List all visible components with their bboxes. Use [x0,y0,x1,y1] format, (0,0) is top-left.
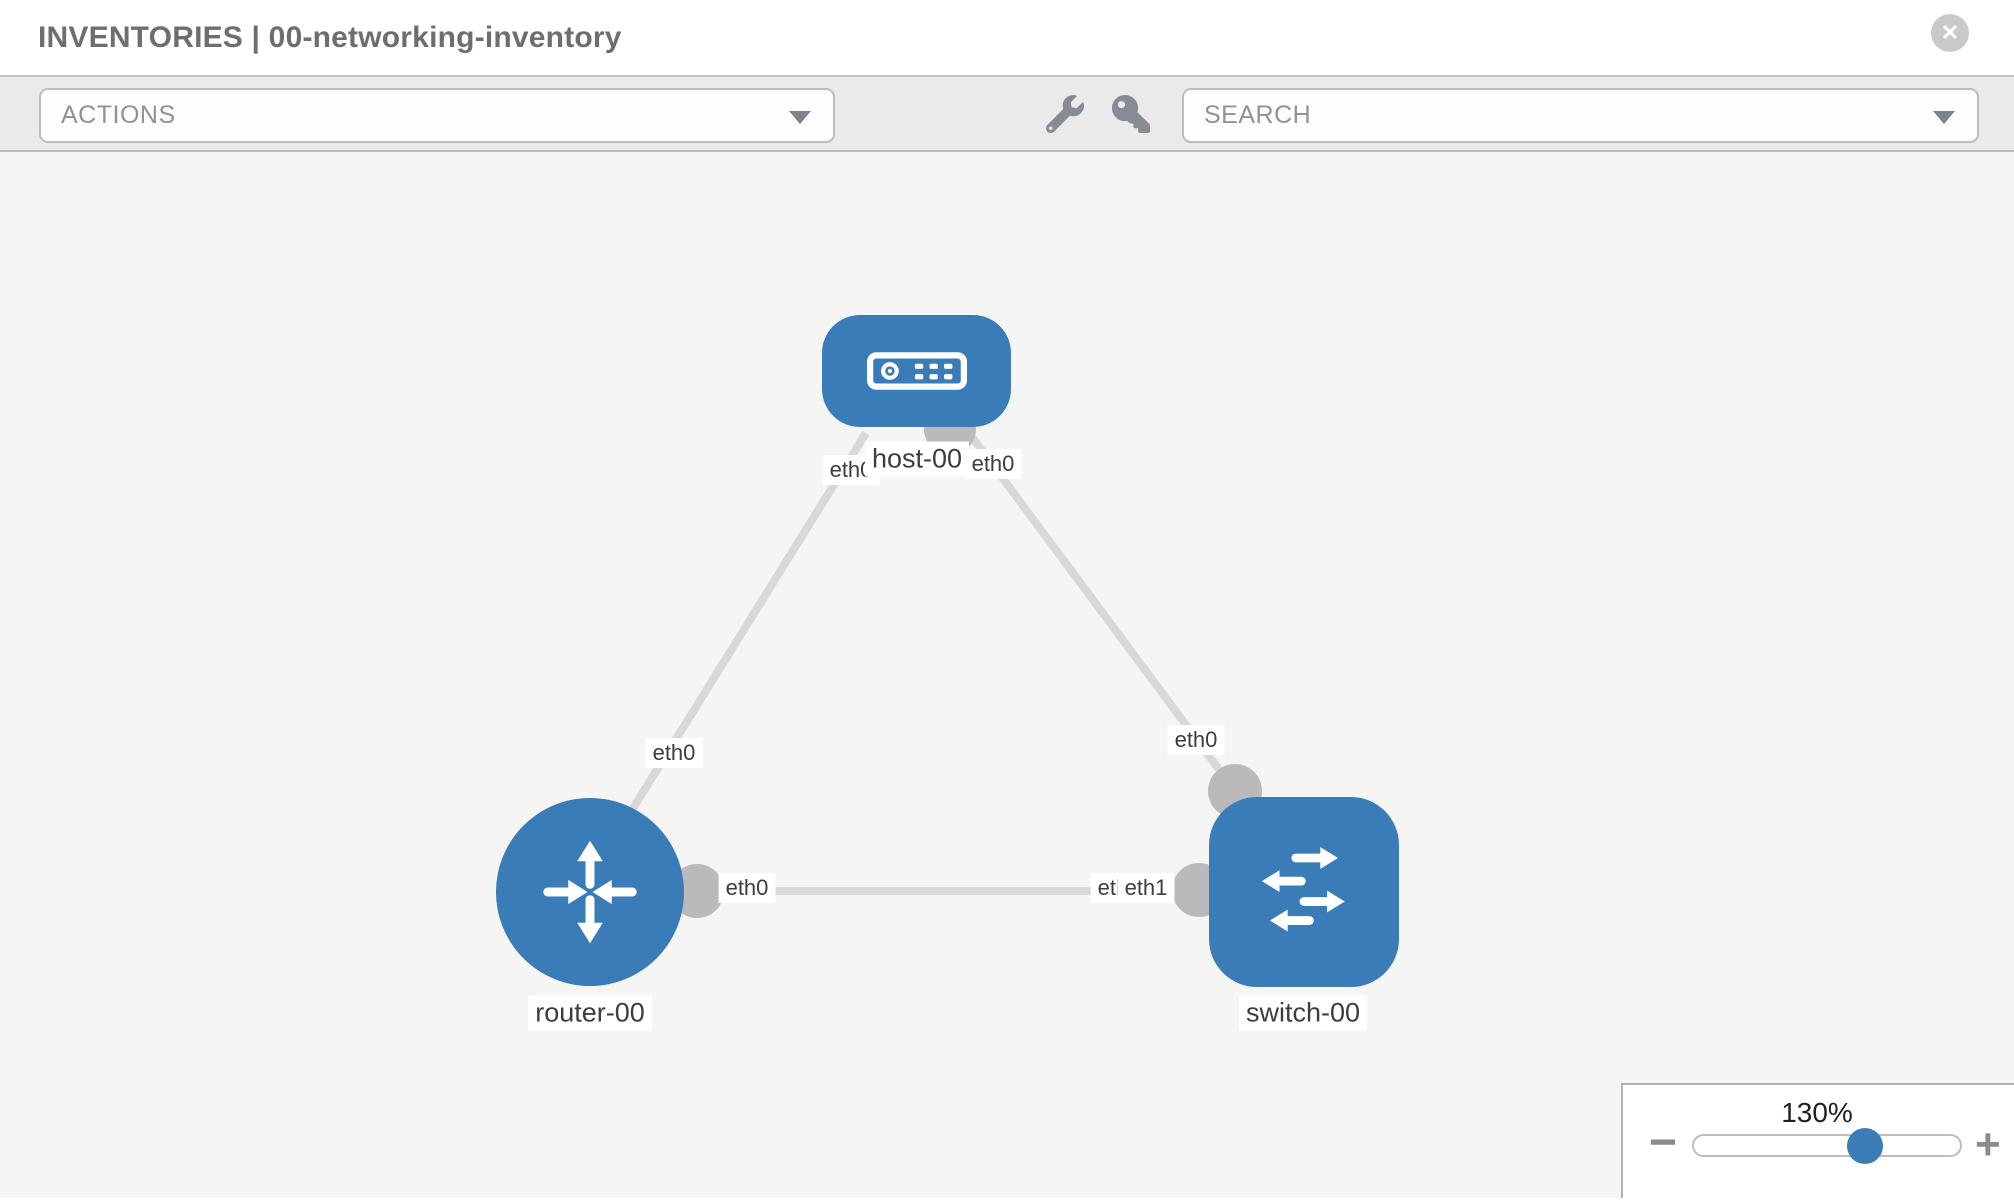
chevron-down-icon [1933,110,1955,124]
node-host-00[interactable] [822,315,1011,427]
port-label-eth0: eth0 [718,873,776,903]
link-lines [623,430,1239,895]
zoom-slider-track[interactable] [1692,1134,1962,1157]
panel-header: INVENTORIES | 00-networking-inventory ✕ [0,0,2014,75]
page-title: INVENTORIES | 00-networking-inventory [38,20,622,54]
port-label-eth0: eth0 [1167,725,1225,755]
port-label-eth0: eth0 [964,449,1022,479]
node-label-router-00: router-00 [528,995,652,1031]
host-icon [866,352,967,390]
zoom-control-panel: 130% − + [1621,1083,2014,1198]
wrench-icon[interactable] [1045,94,1084,133]
chevron-down-icon [789,110,811,124]
router-icon [543,840,637,944]
actions-dropdown[interactable]: ACTIONS [39,88,835,143]
port-connectors [670,403,1262,918]
search-dropdown[interactable]: SEARCH [1182,88,1979,143]
key-icon[interactable] [1112,94,1150,133]
node-switch-00[interactable] [1209,797,1399,987]
topology-canvas[interactable]: eth0 eth0 eth0 eth0 eth0 eth0 eth1 host-… [0,152,2014,1198]
port-label-eth1: eth1 [1117,873,1175,903]
zoom-out-button[interactable]: − [1649,1116,1678,1169]
port-label-eth0: eth0 [645,738,703,768]
actions-dropdown-label: ACTIONS [61,101,176,129]
toolbar: ACTIONS SEARCH [0,75,2014,152]
node-label-switch-00: switch-00 [1238,995,1368,1031]
node-label-host-00: host-00 [864,441,970,477]
switch-icon [1261,847,1345,932]
zoom-in-button[interactable]: + [1975,1120,2001,1169]
topology-links-layer [623,403,1262,918]
node-router-00[interactable] [496,798,684,986]
zoom-level-value: 130% [1781,1097,1853,1128]
connector-dot [670,864,724,918]
search-dropdown-label: SEARCH [1204,101,1312,129]
close-icon[interactable]: ✕ [1931,14,1969,52]
zoom-slider-thumb[interactable] [1847,1128,1883,1164]
